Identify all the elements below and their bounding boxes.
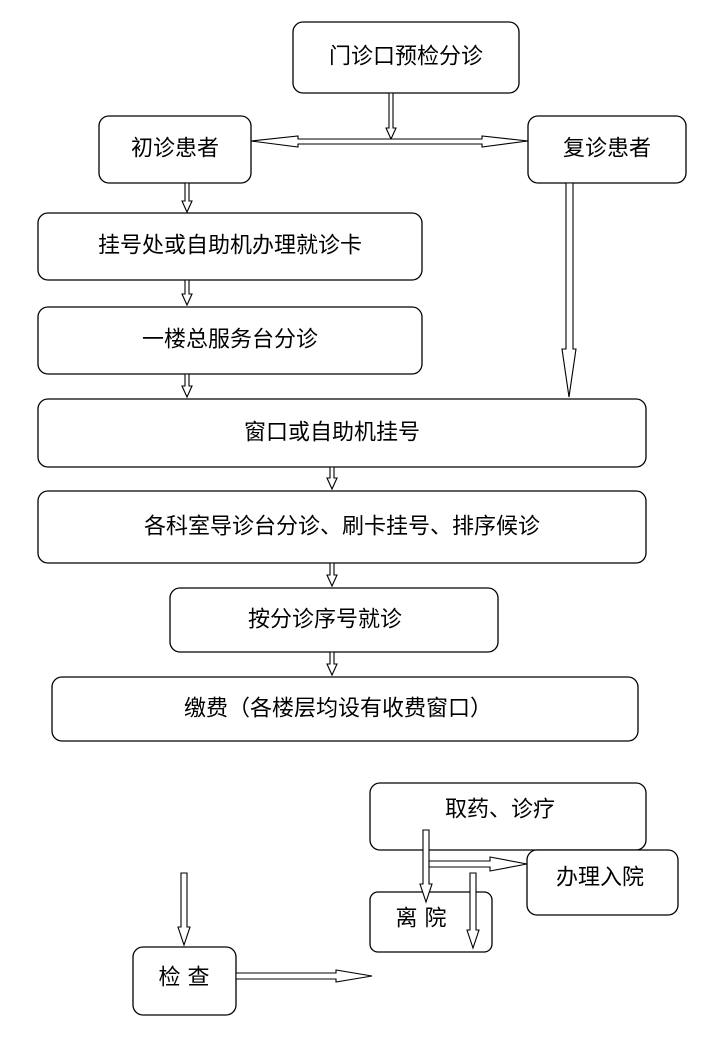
node-consult: 按分诊序号就诊: [169, 587, 499, 653]
node-card: 挂号处或自助机办理就诊卡: [37, 212, 423, 281]
node-dept-triage-label: 各科室导诊台分诊、刷卡挂号、排序候诊: [144, 515, 540, 540]
node-first-visit-label: 初诊患者: [131, 137, 219, 162]
node-medicine: 取药、诊疗: [369, 782, 647, 851]
node-first-visit: 初诊患者: [98, 115, 252, 184]
node-payment-label: 缴费（各楼层均设有收费窗口）: [184, 697, 492, 722]
arrow-discharge-side: [466, 872, 480, 950]
node-exam: 检 查: [132, 946, 237, 1016]
arrow-into-exam: [177, 872, 191, 947]
node-front-desk-label: 一楼总服务台分诊: [142, 328, 318, 353]
node-return-visit-label: 复诊患者: [563, 137, 651, 162]
arrow-medicine-to-discharge: [419, 829, 433, 904]
arrow-exam-right: [235, 969, 373, 983]
node-admission-label: 办理入院: [556, 866, 644, 891]
node-dept-triage: 各科室导诊台分诊、刷卡挂号、排序候诊: [37, 490, 647, 564]
node-consult-label: 按分诊序号就诊: [248, 608, 402, 633]
node-triage-label: 门诊口预检分诊: [329, 45, 483, 70]
node-triage: 门诊口预检分诊: [292, 21, 520, 94]
node-register: 窗口或自助机挂号: [37, 398, 647, 468]
node-payment: 缴费（各楼层均设有收费窗口）: [51, 676, 639, 742]
node-admission: 办理入院: [526, 849, 679, 916]
arrow-consult-to-payment: [326, 651, 338, 677]
arrow-desk-to-register: [181, 373, 193, 399]
arrow-card-to-desk: [181, 279, 193, 307]
node-card-label: 挂号处或自助机办理就诊卡: [98, 234, 362, 259]
arrow-visit-split: [250, 135, 529, 148]
arrow-medicine-to-admission: [428, 856, 528, 872]
arrow-triage-down: [385, 92, 397, 141]
arrow-return-to-register: [561, 182, 577, 398]
arrow-first-to-card: [181, 182, 193, 214]
node-exam-label: 检 查: [159, 966, 210, 991]
node-register-label: 窗口或自助机挂号: [244, 421, 420, 446]
node-discharge-label: 离 院: [396, 907, 447, 932]
arrow-dept-to-consult: [326, 562, 338, 588]
node-front-desk: 一楼总服务台分诊: [37, 306, 423, 375]
node-return-visit: 复诊患者: [527, 115, 687, 184]
arrow-register-to-dept: [326, 466, 338, 491]
node-discharge: 离 院: [369, 891, 493, 953]
node-medicine-label: 取药、诊疗: [445, 798, 555, 823]
